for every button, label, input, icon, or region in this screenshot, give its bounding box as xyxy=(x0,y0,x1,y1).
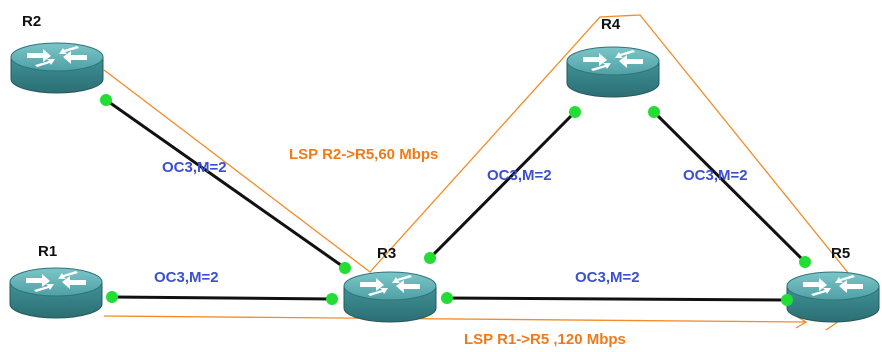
port-dot xyxy=(569,106,581,118)
router-r2[interactable]: R2 xyxy=(10,13,104,94)
link-label-r2-r3: OC3,M=2 xyxy=(162,159,227,176)
router-r4[interactable]: R4 xyxy=(566,16,660,98)
link-label-r3-r5: OC3,M=2 xyxy=(575,269,640,286)
port-dot xyxy=(799,256,811,268)
port-dot xyxy=(339,262,351,274)
link-r3-r5 xyxy=(446,296,788,302)
link-r1-r3 xyxy=(111,295,333,301)
router-icon xyxy=(786,271,880,323)
link-r4-r5 xyxy=(652,110,807,264)
link-label-r3-r4: OC3,M=2 xyxy=(487,167,552,184)
router-label: R2 xyxy=(22,13,41,30)
lsp-label-r2-r5: LSP R2->R5,60 Mbps xyxy=(289,146,438,163)
router-label: R5 xyxy=(831,245,850,262)
link-label-r1-r3: OC3,M=2 xyxy=(154,269,219,286)
port-dot xyxy=(326,293,338,305)
link-label-r4-r5: OC3,M=2 xyxy=(683,167,748,184)
lsp-path-r1-r5 xyxy=(103,315,807,323)
port-dot xyxy=(781,294,793,306)
router-label: R3 xyxy=(377,245,396,262)
lsp-label-r1-r5: LSP R1->R5 ,120 Mbps xyxy=(464,331,626,348)
link-r3-r4 xyxy=(428,110,577,260)
router-r3[interactable]: R3 xyxy=(343,245,437,323)
router-label: R4 xyxy=(601,16,621,33)
port-dot xyxy=(424,252,436,264)
port-dot xyxy=(441,292,453,304)
router-icon xyxy=(343,271,437,323)
router-r1[interactable]: R1 xyxy=(9,243,103,319)
router-label: R1 xyxy=(38,243,57,260)
port-dot xyxy=(106,291,118,303)
port-dot xyxy=(100,94,112,106)
link-r2-r3 xyxy=(105,98,346,270)
router-icon xyxy=(9,267,103,319)
port-dot xyxy=(648,106,660,118)
router-icon xyxy=(566,46,660,98)
router-r5[interactable]: R5 xyxy=(786,245,880,323)
router-icon xyxy=(10,42,104,94)
